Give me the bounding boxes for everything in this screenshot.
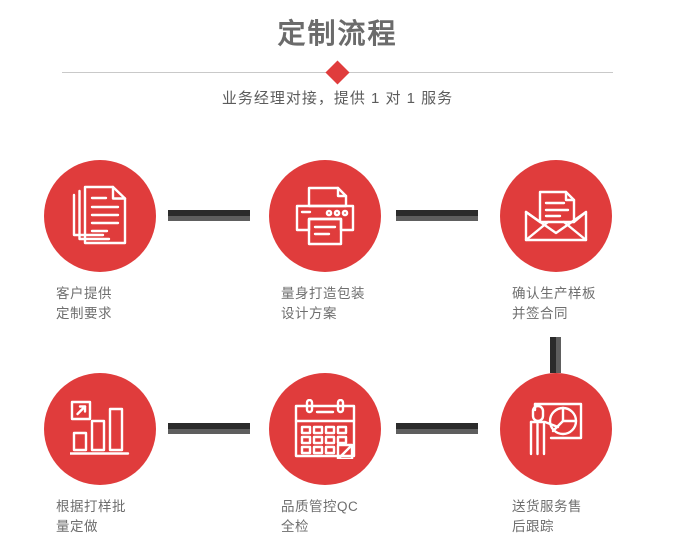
connector-bar-gray xyxy=(168,216,250,221)
step-1-circle[interactable] xyxy=(44,160,156,272)
connector-step5-step6 xyxy=(396,423,478,434)
page-title: 定制流程 xyxy=(277,18,398,49)
step-1-label: 客户提供 定制要求 xyxy=(56,286,112,321)
bar-chart-growth-icon xyxy=(70,400,130,455)
connector-bar-dark xyxy=(550,337,556,373)
printer-icon xyxy=(295,186,355,246)
connector-bar-dark xyxy=(168,423,250,429)
step-2-label: 量身打造包装 设计方案 xyxy=(281,286,365,321)
step-5-label: 品质管控QC 全检 xyxy=(281,499,359,534)
connector-step1-step2 xyxy=(168,210,250,221)
calendar-check-icon xyxy=(294,399,356,459)
step-6-circle[interactable] xyxy=(500,373,612,485)
connector-bar-gray xyxy=(396,429,478,434)
connector-bar-dark xyxy=(168,210,250,216)
connector-step4-step5 xyxy=(168,423,250,434)
connector-step2-step3 xyxy=(396,210,478,221)
connector-bar-gray xyxy=(396,216,478,221)
connector-bar-gray xyxy=(168,429,250,434)
connector-bar-gray xyxy=(556,337,561,373)
step-2-circle[interactable] xyxy=(269,160,381,272)
step-5-circle[interactable] xyxy=(269,373,381,485)
envelope-document-icon xyxy=(524,190,588,242)
divider xyxy=(62,60,613,85)
step-3-label: 确认生产样板 并签合同 xyxy=(512,286,596,321)
connector-step3-step6 xyxy=(550,337,561,373)
connector-bar-dark xyxy=(396,423,478,429)
presenter-pie-chart-icon xyxy=(529,402,583,456)
page-subtitle: 业务经理对接，提供 1 对 1 服务 xyxy=(221,90,454,107)
documents-stack-icon xyxy=(72,185,127,245)
step-3-circle[interactable] xyxy=(500,160,612,272)
step-4-circle[interactable] xyxy=(44,373,156,485)
step-4-label: 根据打样批 量定做 xyxy=(56,499,126,534)
header: 定制流程 业务经理对接，提供 1 对 1 服务 xyxy=(0,0,675,125)
step-6-label: 送货服务售 后跟踪 xyxy=(512,499,582,534)
connector-bar-dark xyxy=(396,210,478,216)
